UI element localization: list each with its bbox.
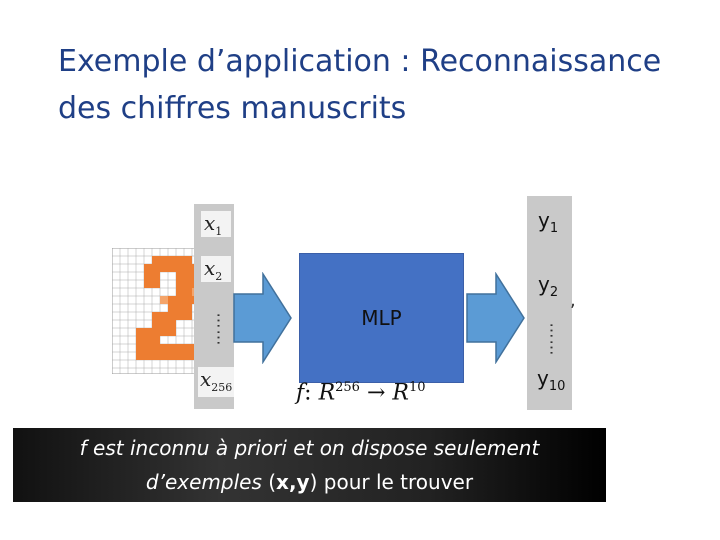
title-line-2: des chiffres manuscrits	[58, 91, 407, 126]
function-formula: f: R256 → R10	[296, 380, 426, 406]
output-y1-label: y1	[538, 208, 559, 236]
input-x1-label: x1	[201, 211, 231, 238]
input-ellipsis: ……	[204, 311, 224, 346]
output-arrow-icon	[466, 272, 525, 364]
mlp-block: MLP	[299, 253, 464, 383]
input-x2-label: x2	[201, 256, 231, 283]
output-comma: ,	[570, 290, 576, 311]
mlp-label: MLP	[361, 306, 402, 330]
slide-title: Exemple d’application : Reconnaissance d…	[58, 38, 661, 132]
caption-line-2: d’exemples (x,y) pour le trouver	[145, 470, 474, 494]
input-x256-label: x256	[198, 367, 234, 397]
title-line-1: Exemple d’application : Reconnaissance	[58, 44, 662, 79]
input-arrow-icon	[233, 272, 292, 364]
output-vector-column	[527, 196, 572, 410]
output-y2-label: y2	[538, 272, 559, 300]
digit-two-shape	[136, 256, 200, 360]
output-y10-label: y10	[537, 366, 566, 394]
caption-box: f est inconnu à priori et on dispose seu…	[13, 428, 606, 502]
digit-grid-image	[112, 248, 208, 374]
caption-line-1: f est inconnu à priori et on dispose seu…	[79, 436, 540, 460]
output-ellipsis: ……	[537, 321, 557, 356]
